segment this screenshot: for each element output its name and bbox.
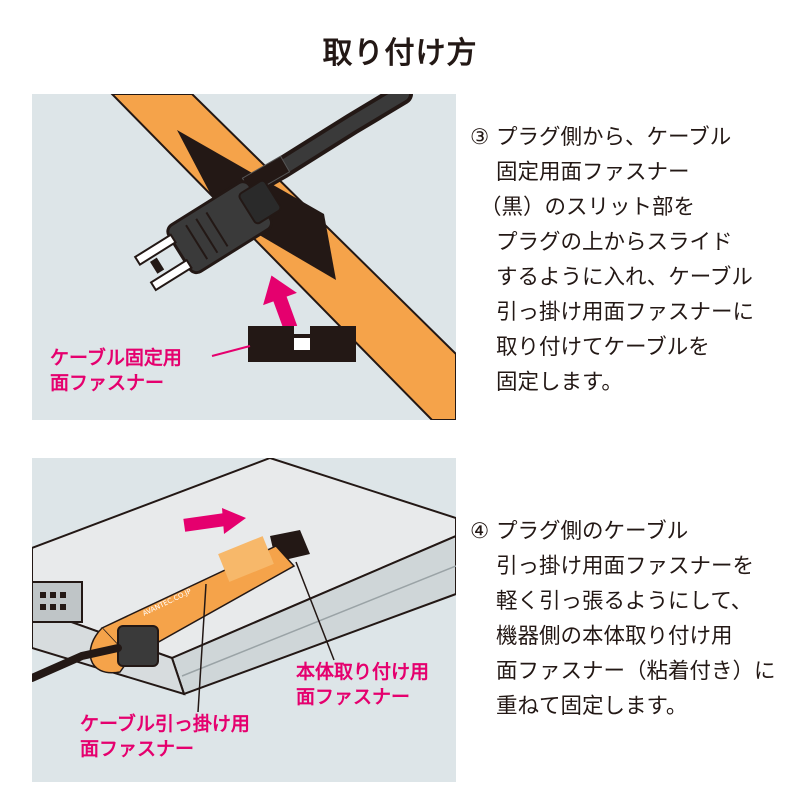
device-mounting-drawing: AVANTEC.CO.JP <box>32 458 456 713</box>
callout-cable-hook: ケーブル引っ掛け用 面ファスナー <box>80 713 250 760</box>
step-3-line: プラグの上からスライド <box>496 230 733 255</box>
illustration-device-mounting: AVANTEC.CO.JP 本体取り付け用 面ファスナー ケーブル引っ掛け用 面… <box>32 458 456 782</box>
step-3-number: ③ <box>470 125 490 150</box>
page-title: 取り付け方 <box>322 36 478 71</box>
step-4-line: 面ファスナー（粘着付き）に <box>496 659 776 684</box>
cable-fixing-drawing <box>110 94 456 420</box>
step-3-line: （黒）のスリット部を <box>480 195 696 220</box>
step-3-line: 引っ掛け用面ファスナーに <box>496 300 755 325</box>
callout-leader-hook <box>197 583 207 713</box>
step-3-line: 固定します。 <box>496 370 623 395</box>
fastener-dots <box>218 536 274 582</box>
plug <box>133 179 282 292</box>
device-cable <box>32 644 122 682</box>
callout-cable-fixing: ケーブル固定用 面ファスナー <box>50 347 182 394</box>
orange-strap <box>110 94 456 420</box>
step-3-line: するように入れ、ケーブル <box>496 265 753 290</box>
step-4-line: 機器側の本体取り付け用 <box>496 624 733 649</box>
step-4-line: 引っ掛け用面ファスナーを <box>496 554 755 579</box>
illustration-cable-fixing: ケーブル固定用 面ファスナー <box>32 94 456 420</box>
step-4-number: ④ <box>470 519 490 544</box>
device-port <box>32 581 83 623</box>
callout-body-mount: 本体取り付け用 面ファスナー <box>296 661 430 708</box>
step-4-line: 重ねて固定します。 <box>496 694 688 719</box>
step-3-line: 取り付けてケーブルを <box>496 335 710 360</box>
right-arrow <box>183 508 246 534</box>
step-4-line: 軽く引っ張るようにして、 <box>496 589 753 614</box>
callout-leader-body <box>295 561 335 661</box>
step-3-line: 固定用面ファスナー <box>496 160 690 185</box>
up-arrow <box>263 275 298 331</box>
callout-leader-line <box>211 345 251 357</box>
plug-on-device <box>117 625 159 667</box>
